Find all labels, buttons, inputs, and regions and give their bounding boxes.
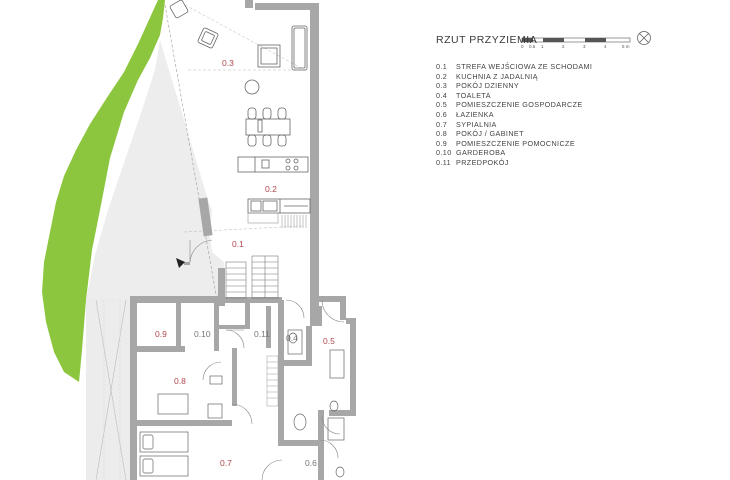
terrace-paving: [86, 40, 225, 300]
svg-text:2: 2: [562, 44, 565, 49]
door-swings: [202, 299, 345, 480]
room-label-0.7: 0.7: [220, 458, 232, 468]
counter-hatch: [281, 215, 307, 228]
room-label-0.2: 0.2: [265, 184, 277, 194]
room-label-0.4: 0.4: [286, 333, 298, 343]
stairs: [225, 255, 279, 299]
living-furniture: [169, 0, 311, 214]
room-label-0.11: 0.11: [254, 329, 270, 339]
lower-furniture: [139, 329, 345, 478]
lower-terrace: [86, 298, 134, 480]
room-label-0.10: 0.10: [194, 329, 211, 339]
svg-text:0: 0: [521, 44, 524, 49]
entrance-arrow-icon: [176, 258, 185, 268]
svg-text:0.5: 0.5: [529, 44, 536, 49]
north-arrow-icon: [637, 31, 651, 45]
room-label-0.6: 0.6: [305, 458, 317, 468]
svg-text:5 m: 5 m: [622, 44, 630, 49]
svg-text:4: 4: [604, 44, 607, 49]
room-label-0.1: 0.1: [232, 239, 244, 249]
svg-text:1: 1: [541, 44, 544, 49]
room-label-0.3: 0.3: [222, 58, 234, 68]
legend-title: RZUT PRZYZIEMIA: [436, 34, 538, 46]
wardrobe-hatch: [266, 355, 279, 407]
room-label-0.8: 0.8: [174, 376, 186, 386]
room-label-0.9: 0.9: [155, 329, 167, 339]
room-label-0.5: 0.5: [323, 336, 335, 346]
walls: [130, 0, 356, 480]
greenery-area: [42, 0, 165, 382]
svg-text:3: 3: [583, 44, 586, 49]
scale-bar: 0 0.5 1 2 3 4 5 m: [521, 37, 631, 49]
